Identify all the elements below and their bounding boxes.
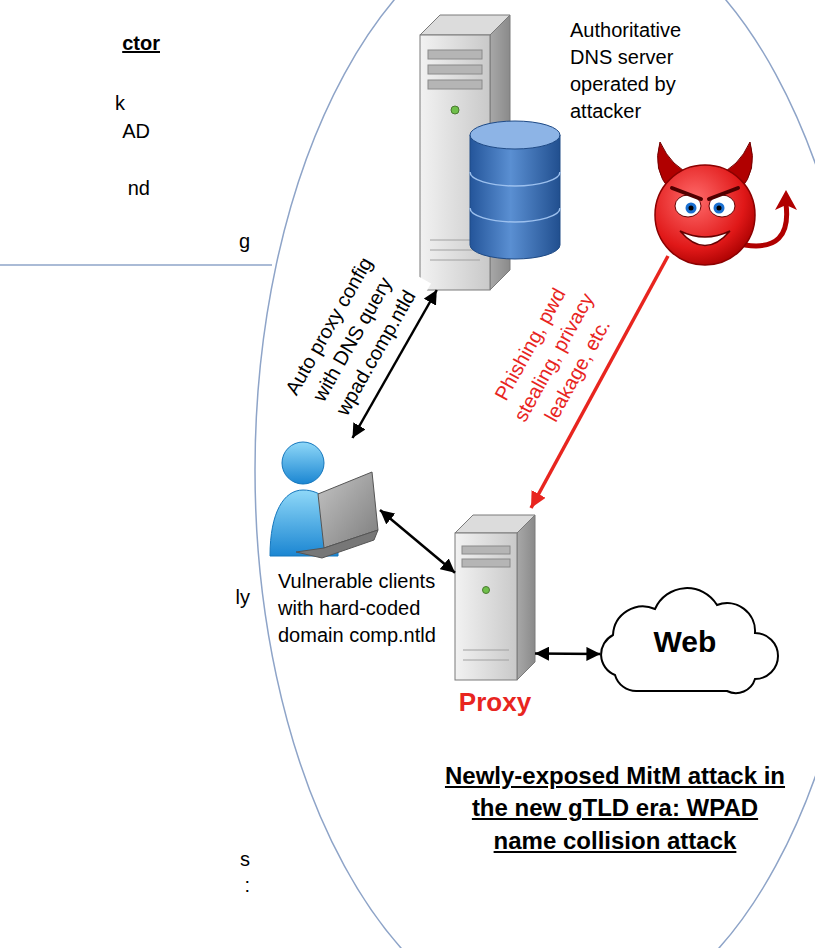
panel-text-fragment: s <box>240 846 250 873</box>
attacker-devil-icon <box>655 142 797 265</box>
dns-server-icon <box>420 15 560 290</box>
client-node: Vulnerable clients with hard-coded domai… <box>270 438 380 558</box>
dns-server-node: Authoritative DNS server operated by att… <box>420 15 560 290</box>
client-icon <box>270 442 378 558</box>
proxy-label: Proxy <box>440 685 550 720</box>
panel-text-fragment: AD <box>122 118 150 145</box>
panel-text-fragment: k <box>115 90 125 117</box>
server-label: Authoritative DNS server operated by att… <box>570 17 715 125</box>
panel-text-fragment: g <box>239 228 250 255</box>
panel-separator <box>0 264 272 266</box>
panel-text-fragment: nd <box>128 175 150 202</box>
attack-label: Phishing, pwd stealing, privacy leakage,… <box>480 267 628 446</box>
scope-ellipse <box>255 0 815 948</box>
proxy-web-connector <box>535 652 600 655</box>
web-label: Web <box>595 622 775 663</box>
panel-heading-fragment: ctor <box>122 30 160 57</box>
web-cloud: Web <box>595 585 775 700</box>
panel-text-fragment: : <box>244 872 250 899</box>
client-label: Vulnerable clients with hard-coded domai… <box>278 568 458 649</box>
client-proxy-connector <box>380 510 455 573</box>
figure-title: Newly-exposed MitM attack in the new gTL… <box>440 760 790 857</box>
panel-text-fragment: ly <box>236 584 250 611</box>
proxy-server-icon <box>455 515 535 680</box>
proxy-node: Proxy <box>455 515 535 680</box>
